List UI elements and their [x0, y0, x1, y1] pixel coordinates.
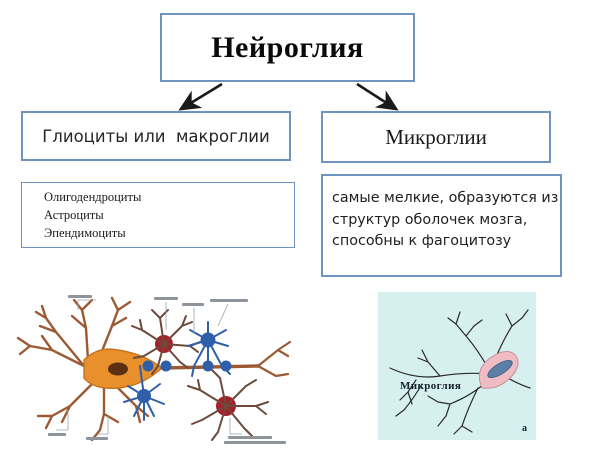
neuron-glia-illustration — [12, 288, 300, 446]
title-box: Нейроглия — [160, 13, 415, 82]
macroglia-types-list: Олигодендроциты Астроциты Эпендимоциты — [22, 183, 141, 242]
oligodendrocyte-cells — [123, 321, 232, 421]
microglia-description-text: самые мелкие, образуются из структур обо… — [332, 190, 559, 250]
page-title: Нейроглия — [211, 30, 364, 64]
microglia-image-corner-letter: а — [522, 423, 527, 434]
microglia-description-box: самые мелкие, образуются из структур обо… — [321, 174, 562, 277]
arrow-to-microglia — [356, 82, 399, 111]
microglia-image-label: Микроглия — [400, 380, 462, 392]
illustration-leader-lines — [56, 299, 242, 435]
microglia-drawing — [378, 292, 536, 440]
list-item: Астроциты — [44, 207, 104, 222]
list-item: Эпендимоциты — [44, 225, 126, 240]
neuron-soma-group — [16, 296, 292, 442]
illustration-microlabels — [48, 295, 286, 444]
microglia-heading-box: Микроглии — [321, 111, 551, 163]
arrow-to-macroglia — [178, 82, 223, 111]
microglia-illustration: Микроглия а — [378, 292, 536, 440]
macroglia-types-box: Олигодендроциты Астроциты Эпендимоциты — [21, 182, 295, 248]
microglia-processes — [389, 309, 531, 435]
macroglia-heading-label: Глиоциты или макроглии — [42, 126, 270, 146]
macroglia-heading-box: Глиоциты или макроглии — [21, 111, 291, 161]
list-item: Олигодендроциты — [44, 190, 142, 204]
microglia-heading-label: Микроглии — [385, 124, 487, 149]
